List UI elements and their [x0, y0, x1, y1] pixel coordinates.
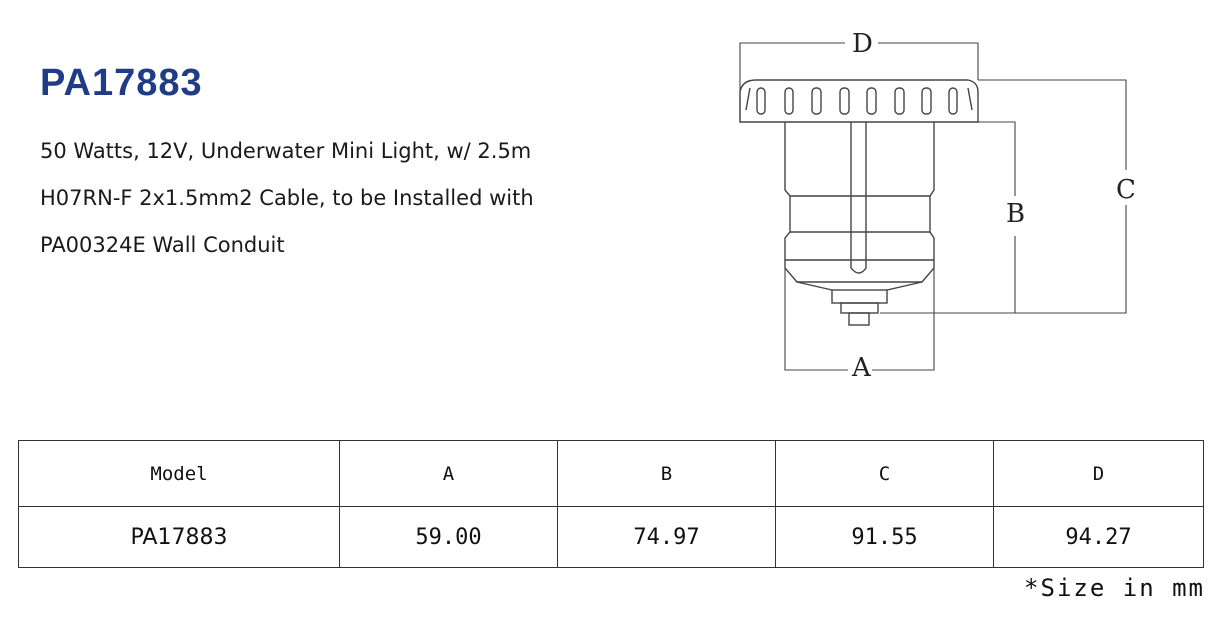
cell-model: PA17883	[18, 506, 340, 568]
cell-a: 59.00	[339, 506, 558, 568]
table-row: PA17883 59.00 74.97 91.55 94.27	[18, 506, 1204, 568]
dimension-label-a: A	[851, 353, 872, 383]
header-a: A	[339, 440, 558, 507]
description-line: 50 Watts, 12V, Underwater Mini Light, w/…	[40, 139, 532, 163]
header-b: B	[557, 440, 776, 507]
table-header-row: Model A B C D	[18, 440, 1204, 507]
light-body	[739, 79, 979, 326]
description-line: H07RN-F 2x1.5mm2 Cable, to be Installed …	[40, 186, 534, 210]
cell-b: 74.97	[557, 506, 776, 568]
header-model: Model	[18, 440, 340, 507]
dimension-label-d: D	[852, 29, 873, 59]
header-d: D	[993, 440, 1204, 507]
dimension-label-c: C	[1116, 175, 1136, 205]
dimension-lines	[739, 42, 1127, 371]
technical-drawing: D C B A	[739, 29, 1136, 383]
description-line: PA00324E Wall Conduit	[40, 233, 285, 257]
product-description: 50 Watts, 12V, Underwater Mini Light, w/…	[40, 128, 680, 269]
dimensions-table: Model A B C D PA17883 59.00 74.97 91.55 …	[18, 440, 1204, 568]
header-c: C	[775, 440, 994, 507]
model-title: PA17883	[40, 62, 203, 104]
cell-d: 94.27	[993, 506, 1204, 568]
dimension-label-b: B	[1006, 199, 1025, 229]
cell-c: 91.55	[775, 506, 994, 568]
cap-slots	[745, 87, 973, 115]
size-unit-note: *Size in mm	[1024, 574, 1205, 602]
